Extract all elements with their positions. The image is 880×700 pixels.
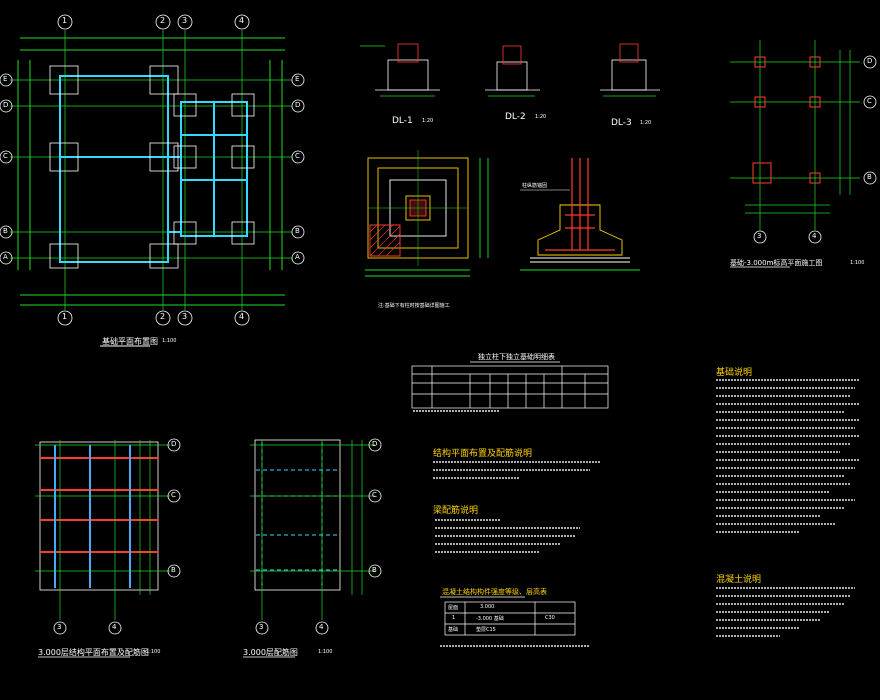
concrete-table-title: 混凝土结构构件强度等级、层高表 — [442, 588, 547, 596]
dl3-scale: 1:20 — [640, 120, 652, 126]
table-cell-1-0: 1 — [452, 615, 456, 621]
footing-section-detail — [520, 158, 640, 271]
dl2-scale: 1:20 — [535, 114, 547, 120]
table-cell-1-2: C30 — [545, 615, 555, 621]
dl1-scale: 1:20 — [422, 118, 434, 124]
tr-axis-d: D — [867, 57, 873, 65]
axis-label-b-left: B — [3, 227, 8, 235]
column-plan-top-right — [730, 40, 877, 268]
bm-axis-3: 3 — [259, 623, 264, 631]
top-right-title: 基础-3.000m标高平面施工图 — [730, 259, 823, 267]
axis-label-b-right: B — [295, 227, 300, 235]
bl-axis-b: B — [171, 566, 176, 574]
bm-axis-b: B — [372, 566, 377, 574]
tr-axis-4: 4 — [812, 232, 817, 240]
bl-axis-c: C — [171, 491, 176, 499]
axis-label-1-top: 1 — [62, 16, 68, 25]
bottom-left-title: 3.000层结构平面布置及配筋图 — [38, 648, 149, 657]
axis-label-2-bottom: 2 — [160, 312, 166, 321]
axis-label-d-right: D — [295, 101, 301, 109]
beam-notes-title: 梁配筋说明 — [433, 506, 479, 516]
foundation-plan-scale: 1:100 — [162, 338, 177, 344]
slab-plan-bottom-mid — [243, 438, 382, 658]
dl-details — [360, 43, 660, 97]
bl-axis-3: 3 — [57, 623, 62, 631]
table-cell-0-1: 3.000 — [480, 604, 495, 610]
bottom-mid-title: 3.000层配筋图 — [243, 648, 298, 657]
table-cell-1-1: -3.000 基础 — [476, 616, 504, 622]
bl-axis-4: 4 — [112, 623, 117, 631]
axis-label-a-right: A — [295, 253, 300, 261]
table-cell-2-1: 垫层C15 — [476, 627, 496, 633]
bm-axis-4: 4 — [319, 623, 324, 631]
axis-label-4-top: 4 — [239, 16, 245, 25]
axis-label-3-bottom: 3 — [182, 312, 188, 321]
foundation-table-title: 独立柱下独立基础明细表 — [478, 353, 555, 361]
table-cell-2-0: 基础 — [448, 627, 459, 633]
axis-label-e-right: E — [295, 75, 300, 83]
axis-label-1-bottom: 1 — [62, 312, 68, 321]
section-caption: 注:基础下有柱时按基础详图施工 — [378, 303, 450, 309]
axis-label-e-left: E — [3, 75, 8, 83]
dl2-label: DL-2 — [505, 112, 526, 122]
tr-axis-3: 3 — [757, 232, 762, 240]
axis-label-d-left: D — [3, 101, 9, 109]
dl3-label: DL-3 — [611, 118, 632, 128]
bl-axis-d: D — [171, 440, 177, 448]
structure-notes-title: 结构平面布置及配筋说明 — [433, 449, 533, 459]
axis-label-2-top: 2 — [160, 16, 166, 25]
table-cell-0-0: 屋面 — [448, 605, 459, 611]
bm-axis-c: C — [372, 491, 377, 499]
dl1-label: DL-1 — [392, 116, 413, 126]
bm-axis-d: D — [372, 440, 378, 448]
bottom-mid-scale: 1:100 — [318, 649, 333, 655]
axis-label-c-left: C — [3, 152, 8, 160]
axis-label-c-right: C — [295, 152, 300, 160]
concrete-notes-title: 混凝土说明 — [716, 575, 762, 585]
tr-axis-c: C — [867, 97, 872, 105]
footing-plan-detail — [365, 150, 489, 277]
foundation-plan — [0, 14, 305, 347]
foundation-table — [411, 361, 609, 409]
top-right-scale: 1:100 — [850, 260, 865, 266]
axis-label-4-bottom: 4 — [239, 312, 245, 321]
axis-label-3-top: 3 — [182, 16, 188, 25]
footing-callout: 柱纵筋锚固 — [522, 183, 548, 189]
slab-plan-bottom-left — [35, 438, 181, 658]
tr-axis-b: B — [867, 173, 872, 181]
notes-text-lines — [413, 379, 860, 647]
bottom-left-scale: 1:100 — [146, 649, 161, 655]
axis-label-a-left: A — [3, 253, 8, 261]
foundation-notes-title: 基础说明 — [716, 368, 753, 378]
foundation-plan-title: 基础平面布置图 — [102, 337, 158, 346]
concrete-grade-table — [440, 596, 576, 636]
